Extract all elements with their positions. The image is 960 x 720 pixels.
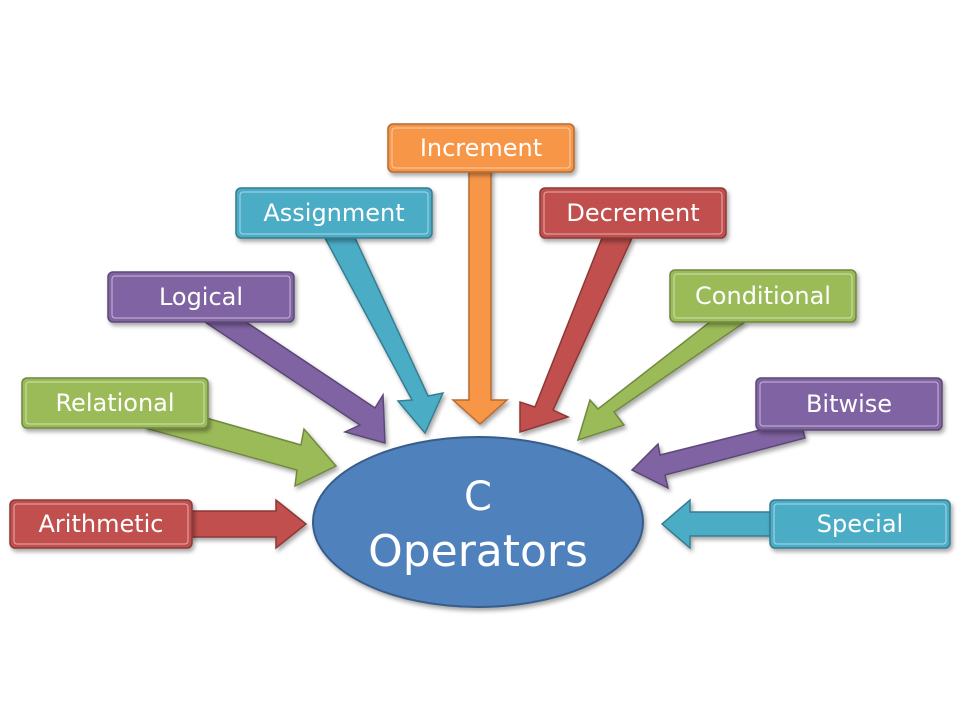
operator-label-conditional: Conditional <box>695 282 831 310</box>
operator-node-special: Special <box>769 499 951 549</box>
arrow-arithmetic <box>189 498 308 550</box>
operator-node-logical: Logical <box>107 271 295 323</box>
operator-box-frame-special <box>773 503 947 545</box>
operator-label-arithmetic: Arithmetic <box>39 510 164 538</box>
arrow-assignment <box>323 237 445 435</box>
operator-label-assignment: Assignment <box>263 199 404 227</box>
operator-box-frame-conditional <box>673 273 853 319</box>
operator-node-conditional: Conditional <box>669 269 857 323</box>
operator-box-frame-increment <box>391 127 571 169</box>
operator-box-frame-decrement <box>543 191 723 235</box>
center-title-line1: C <box>464 474 492 520</box>
operator-label-increment: Increment <box>420 134 542 162</box>
operator-node-increment: Increment <box>387 123 575 173</box>
arrow-logical <box>202 317 386 444</box>
arrow-increment <box>451 167 509 426</box>
operator-label-decrement: Decrement <box>566 199 699 227</box>
operator-node-decrement: Decrement <box>539 187 727 239</box>
operator-label-bitwise: Bitwise <box>806 390 892 418</box>
boxes-layer: Arithmetic Relational Logical Assignment Inc… <box>9 123 951 549</box>
arrow-special <box>660 498 771 550</box>
operator-box-frame-arithmetic <box>13 503 189 545</box>
operator-box-arithmetic <box>9 499 193 549</box>
operator-node-relational: Relational <box>21 377 209 429</box>
operator-node-bitwise: Bitwise <box>755 377 943 431</box>
operator-box-frame-logical <box>111 275 291 319</box>
arrows-layer <box>144 167 806 550</box>
center-node: C Operators <box>312 436 644 608</box>
operator-node-assignment: Assignment <box>235 187 433 239</box>
operator-box-increment <box>387 123 575 173</box>
operator-box-assignment <box>235 187 433 239</box>
arrow-bitwise <box>630 419 806 490</box>
operator-label-logical: Logical <box>159 283 243 311</box>
center-ellipse <box>312 436 644 608</box>
operator-box-relational <box>21 377 209 429</box>
operator-box-frame-relational <box>25 381 205 425</box>
operator-box-special <box>769 499 951 549</box>
arrow-decrement <box>519 237 634 434</box>
operator-node-arithmetic: Arithmetic <box>9 499 193 549</box>
center-title-line2: Operators <box>368 526 588 577</box>
operator-label-relational: Relational <box>55 389 174 417</box>
operator-box-decrement <box>539 187 727 239</box>
operator-box-frame-assignment <box>239 191 429 235</box>
arrow-conditional <box>576 317 748 442</box>
operator-label-special: Special <box>817 510 903 538</box>
operator-box-conditional <box>669 269 857 323</box>
operator-box-frame-bitwise <box>759 381 939 427</box>
operator-box-logical <box>107 271 295 323</box>
operator-box-bitwise <box>755 377 943 431</box>
